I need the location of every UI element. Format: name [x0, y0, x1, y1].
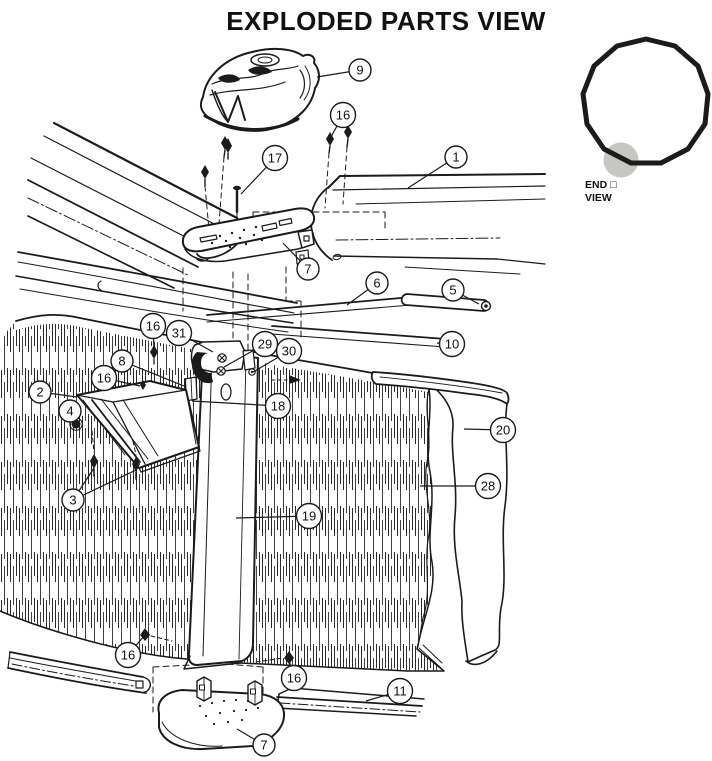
bottom-plate — [152, 663, 286, 751]
svg-text:29: 29 — [258, 337, 272, 352]
top-rail-left — [27, 121, 244, 289]
callout-4: 4 — [58, 399, 82, 423]
callout-10: 10 — [436, 330, 466, 358]
page-title: EXPLODED PARTS VIEW — [226, 6, 546, 36]
svg-text:7: 7 — [304, 262, 311, 277]
svg-text:16: 16 — [121, 648, 135, 663]
callout-2: 2 — [28, 380, 78, 404]
callout-31: 31 — [165, 319, 214, 353]
svg-text:30: 30 — [282, 344, 296, 359]
post-top-bracket — [150, 340, 301, 402]
svg-text:17: 17 — [268, 151, 282, 166]
end-view-label-line1: END □ — [585, 179, 617, 191]
svg-text:28: 28 — [481, 479, 495, 494]
callout-8: 8 — [110, 349, 185, 387]
svg-text:16: 16 — [97, 371, 111, 386]
svg-text:16: 16 — [146, 319, 160, 334]
svg-text:19: 19 — [302, 509, 316, 524]
svg-text:11: 11 — [393, 684, 407, 699]
svg-text:3: 3 — [69, 493, 76, 508]
svg-text:31: 31 — [172, 326, 186, 341]
svg-text:16: 16 — [336, 108, 350, 123]
wedge-bracket — [69, 380, 201, 480]
callout-16: 16 — [90, 364, 141, 392]
callout-30: 30 — [252, 337, 303, 373]
callout-29: 29 — [223, 330, 279, 368]
stabilizer-bars — [15, 251, 492, 349]
callout-11: 11 — [365, 677, 414, 705]
svg-text:16: 16 — [287, 671, 301, 686]
callout-7: 7 — [236, 728, 276, 757]
callout-19: 19 — [235, 502, 323, 530]
end-view-inset: END □ VIEW — [580, 36, 711, 204]
end-view-ring — [580, 36, 711, 166]
bottom-rail-left — [7, 651, 152, 694]
svg-text:6: 6 — [373, 276, 380, 291]
svg-text:5: 5 — [449, 283, 456, 298]
callout-5: 5 — [441, 278, 480, 305]
svg-text:7: 7 — [260, 738, 267, 753]
svg-text:10: 10 — [445, 337, 459, 352]
svg-text:1: 1 — [452, 150, 459, 165]
callout-6: 6 — [346, 271, 389, 306]
callout-9: 9 — [316, 58, 372, 82]
callout-16: 16 — [329, 101, 357, 138]
callout-3: 3 — [61, 467, 137, 512]
svg-text:2: 2 — [36, 385, 43, 400]
top-rail-right — [310, 173, 546, 275]
callout-18: 18 — [191, 392, 292, 420]
top-cap — [199, 47, 320, 160]
callout-17: 17 — [240, 144, 289, 195]
callout-16: 16 — [114, 635, 145, 669]
svg-text:8: 8 — [118, 354, 125, 369]
svg-text:4: 4 — [66, 404, 73, 419]
callout-1: 1 — [407, 145, 468, 189]
end-view-label-line2: VIEW — [585, 192, 612, 204]
liner-fold-band — [370, 371, 510, 405]
callout-16: 16 — [280, 659, 308, 692]
callout-20: 20 — [463, 416, 517, 444]
callout-7: 7 — [282, 242, 320, 281]
upright-post — [183, 350, 259, 670]
svg-text:20: 20 — [496, 423, 510, 438]
svg-text:9: 9 — [356, 63, 363, 78]
svg-text:18: 18 — [271, 399, 285, 414]
callout-16: 16 — [139, 312, 167, 350]
callout-28: 28 — [420, 472, 502, 500]
